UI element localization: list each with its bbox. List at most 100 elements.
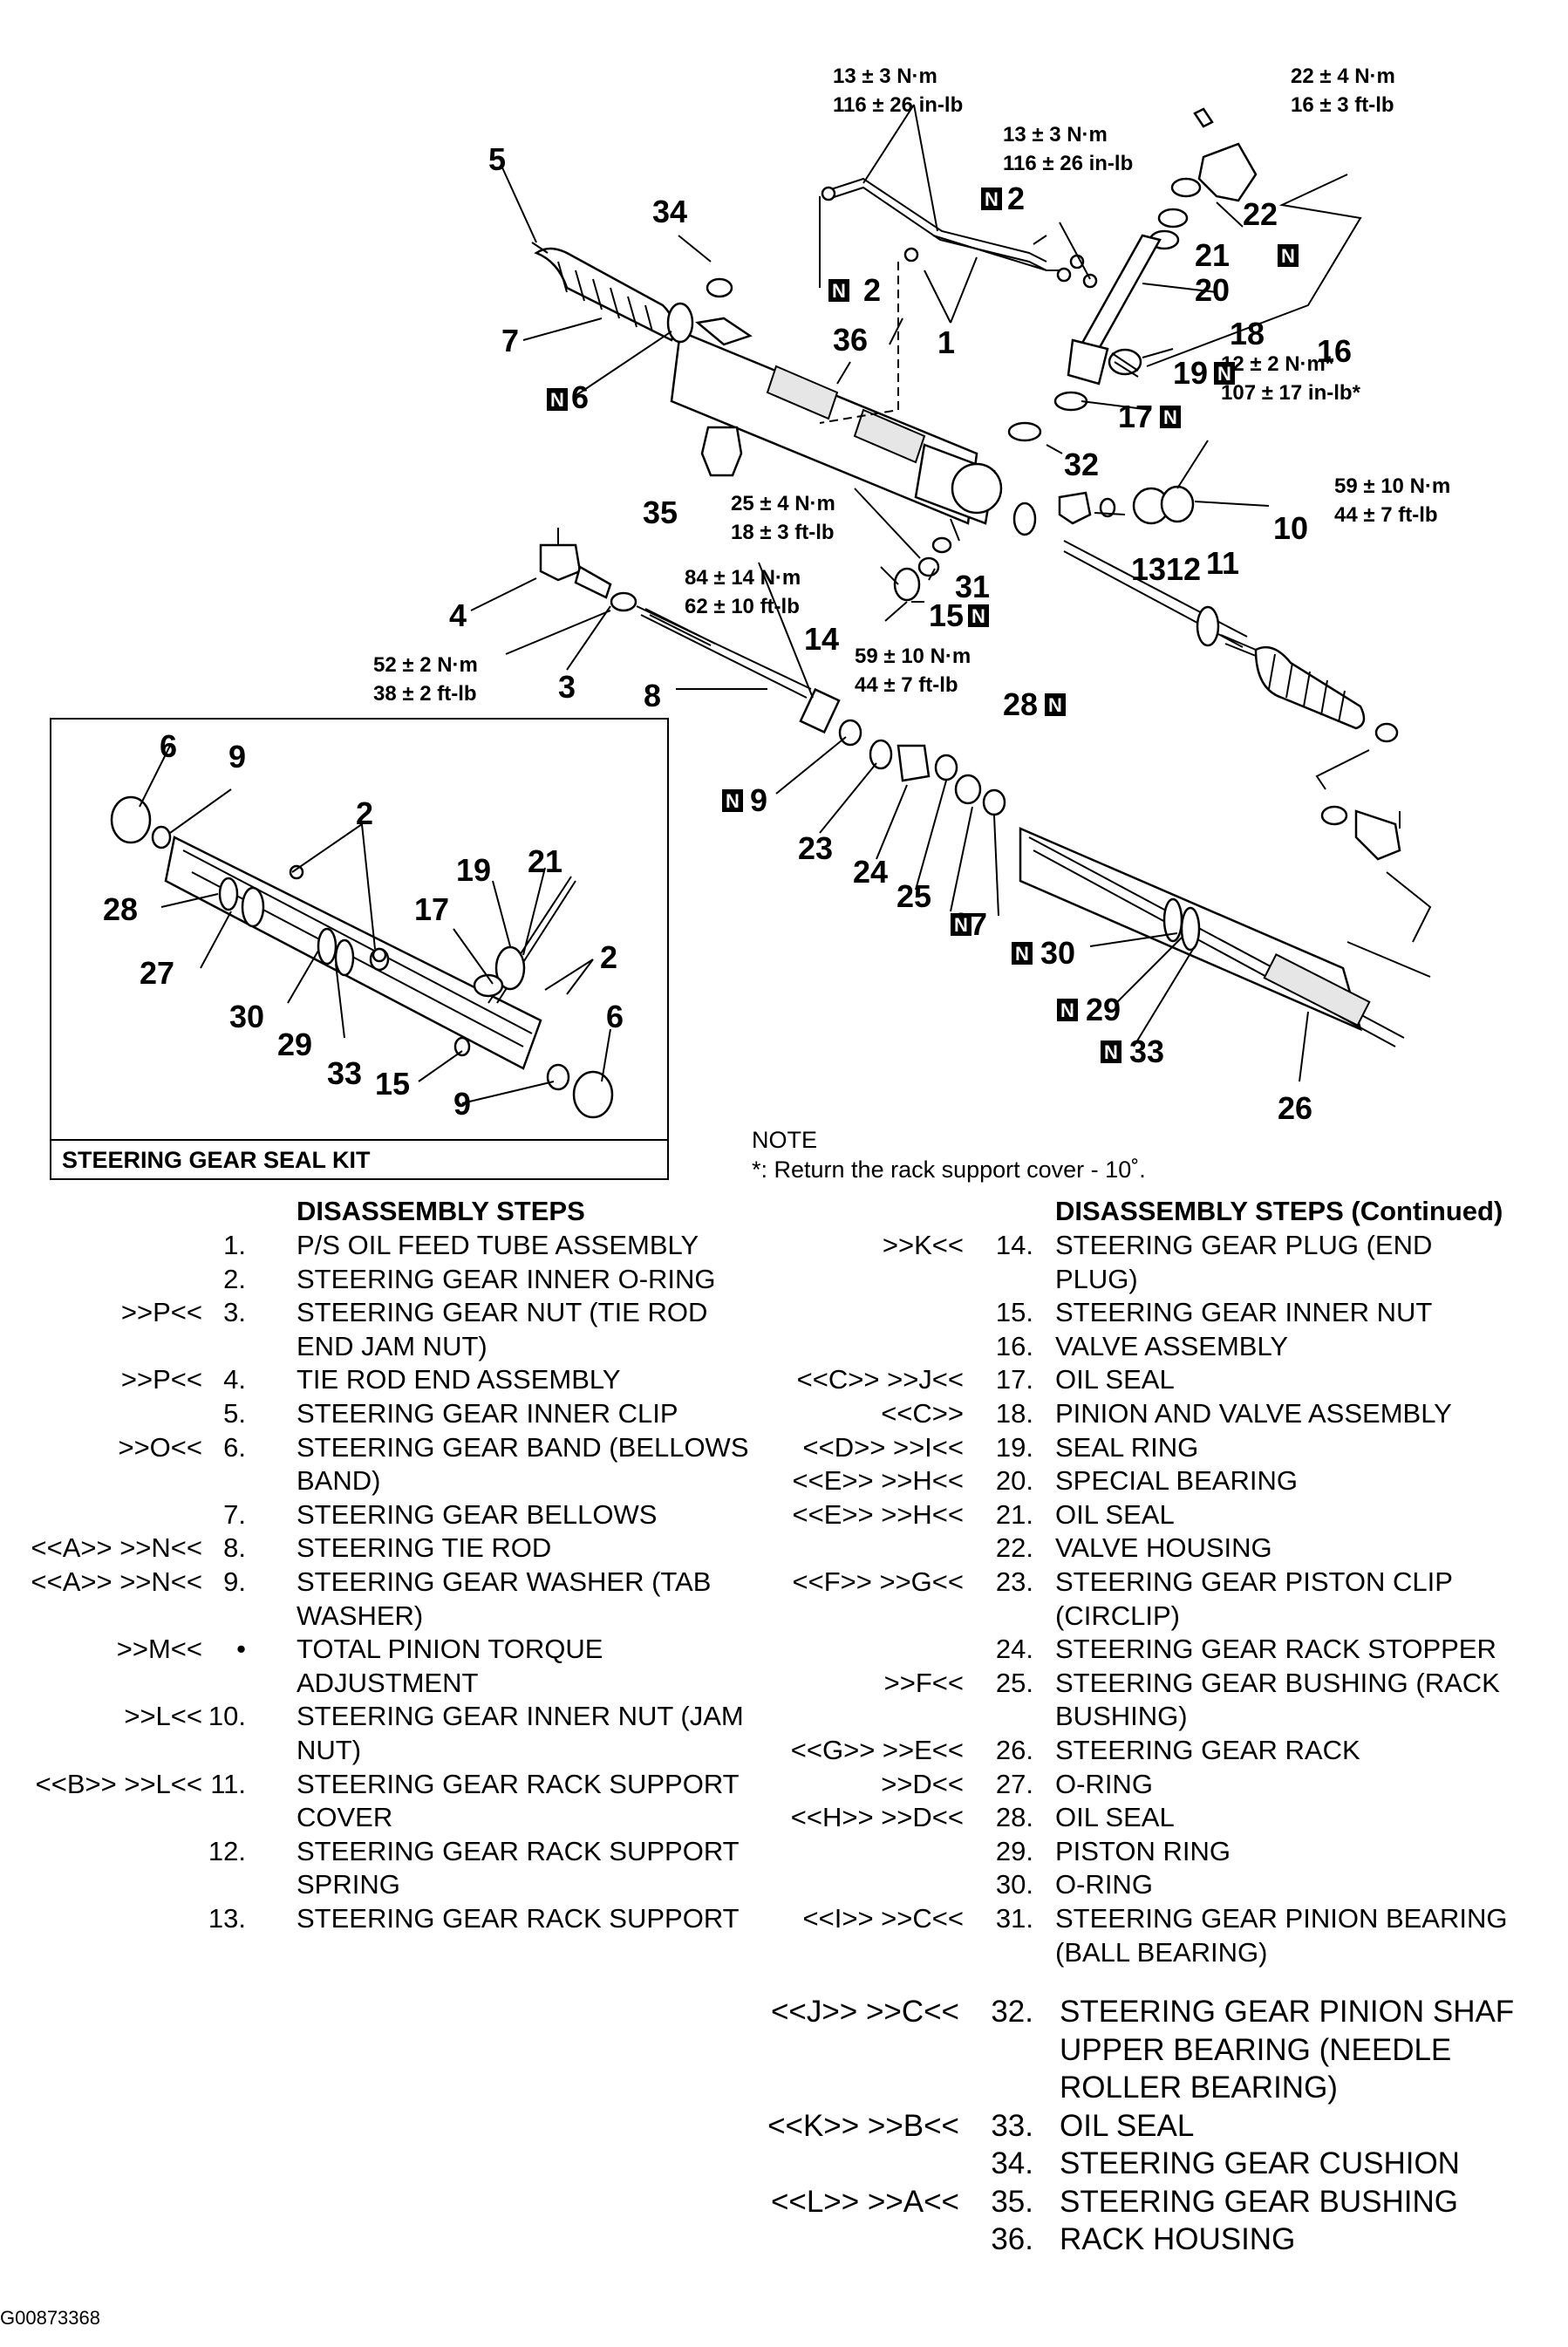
torque-label: 59 ± 10 N·m bbox=[1334, 474, 1450, 498]
torque-label: 84 ± 14 N·m bbox=[685, 566, 801, 590]
step-text: OIL SEAL bbox=[1055, 1498, 1175, 1530]
step-text: STEERING GEAR PISTON CLIP (CIRCLIP) bbox=[1055, 1566, 1453, 1631]
kit-callout-2: 2 bbox=[600, 939, 617, 975]
step-text: STEERING GEAR RACK SUPPORT COVER bbox=[297, 1768, 740, 1833]
callout-12: 12 bbox=[1166, 551, 1201, 587]
callout-7: 7 bbox=[501, 323, 519, 358]
step-mark: <<H>> >>D<< bbox=[790, 1802, 964, 1833]
torque-label: 116 ± 26 in-lb bbox=[833, 93, 963, 117]
step-number: 29. bbox=[995, 1835, 1033, 1866]
step-number: 19. bbox=[995, 1431, 1033, 1463]
step-text: STEERING GEAR PLUG (END PLUG) bbox=[1055, 1230, 1433, 1294]
step-text: STEERING TIE ROD bbox=[297, 1532, 552, 1564]
svg-text:N: N bbox=[726, 790, 740, 812]
step-mark: <<K>> >>B<< bbox=[767, 2108, 959, 2143]
step-number: 32. bbox=[991, 1995, 1033, 2029]
plug-14-drawing bbox=[893, 567, 921, 602]
kit-callout-19: 19 bbox=[456, 852, 491, 888]
step-number: 11. bbox=[210, 1768, 246, 1799]
step-number: 24. bbox=[995, 1634, 1033, 1665]
steps-header: DISASSEMBLY STEPS bbox=[297, 1196, 585, 1226]
step-text: VALVE HOUSING bbox=[1055, 1532, 1272, 1564]
svg-text:N: N bbox=[1060, 1000, 1074, 1021]
step-number: 22. bbox=[995, 1532, 1033, 1564]
left-tie-rod-drawing bbox=[539, 528, 841, 734]
callout-9: 9 bbox=[750, 782, 767, 818]
step-text: STEERING GEAR BAND (BELLOWS BAND) bbox=[297, 1431, 749, 1497]
step-number: 27. bbox=[995, 1768, 1033, 1799]
step-text: OIL SEAL bbox=[1055, 1802, 1175, 1833]
step-number: 15. bbox=[995, 1297, 1033, 1328]
kit-callout-29: 29 bbox=[277, 1027, 312, 1062]
callout-26: 26 bbox=[1278, 1090, 1312, 1125]
svg-text:N: N bbox=[1217, 363, 1231, 385]
step-number: 28. bbox=[995, 1802, 1033, 1833]
callout-11: 11 bbox=[1206, 545, 1239, 581]
step-text: STEERING GEAR RACK bbox=[1055, 1735, 1360, 1765]
step-number: 4. bbox=[223, 1364, 246, 1395]
callout-35: 35 bbox=[643, 495, 678, 530]
torque-label: 62 ± 10 ft-lb bbox=[685, 595, 800, 618]
seal-stack-drawing bbox=[838, 719, 1006, 816]
step-text: STEERING GEAR CUSHION bbox=[1060, 2146, 1460, 2180]
callout-8: 8 bbox=[644, 678, 661, 713]
step-text: OIL SEAL bbox=[1060, 2108, 1195, 2143]
step-number: 7. bbox=[223, 1498, 246, 1530]
step-number: 13. bbox=[208, 1903, 246, 1934]
right-rack-drawing bbox=[1063, 540, 1401, 861]
kit-callout-9: 9 bbox=[453, 1086, 471, 1122]
step-mark: <<E>> >>H<< bbox=[792, 1498, 964, 1530]
svg-text:N: N bbox=[985, 188, 999, 210]
step-number: 36. bbox=[991, 2222, 1033, 2256]
callout-30: 30 bbox=[1040, 935, 1075, 971]
callout-24: 24 bbox=[853, 854, 888, 890]
step-number: 18. bbox=[995, 1398, 1033, 1429]
svg-text:N: N bbox=[1015, 943, 1029, 965]
torque-label: 107 ± 17 in-lb* bbox=[1221, 381, 1361, 405]
torque-label: 25 ± 4 N·m bbox=[731, 492, 835, 515]
step-mark: <<G>> >>E<< bbox=[790, 1735, 964, 1765]
callout-25: 25 bbox=[896, 878, 931, 914]
step-mark: <<F>> >>G<< bbox=[792, 1566, 965, 1597]
step-number: 3. bbox=[223, 1297, 246, 1328]
step-mark: <<B>> >>L<< bbox=[35, 1768, 202, 1799]
torque-label: 38 ± 2 ft-lb bbox=[373, 682, 477, 706]
torque-label: 59 ± 10 N·m bbox=[855, 645, 971, 668]
callout-18: 18 bbox=[1230, 316, 1265, 351]
kit-callout-15: 15 bbox=[375, 1066, 410, 1102]
kit-callout-6: 6 bbox=[606, 999, 624, 1034]
step-text: STEERING GEAR PINION SHAF UPPER BEARING … bbox=[1060, 1995, 1515, 2105]
callout-17: 17 bbox=[1118, 399, 1153, 434]
rack-support-drawing bbox=[1058, 485, 1195, 525]
kit-callout-2: 2 bbox=[356, 795, 373, 831]
step-text: STEERING GEAR RACK STOPPER bbox=[1055, 1634, 1496, 1665]
callout-14: 14 bbox=[804, 621, 839, 657]
callout-16: 16 bbox=[1317, 333, 1352, 369]
callout-1: 1 bbox=[937, 324, 955, 360]
step-text: STEERING GEAR RACK SUPPORT SPRING bbox=[297, 1835, 740, 1900]
callout-22: 22 bbox=[1243, 196, 1278, 232]
callout-29: 29 bbox=[1086, 992, 1121, 1027]
step-number: 17. bbox=[995, 1364, 1033, 1395]
step-number: 21. bbox=[995, 1498, 1033, 1530]
step-mark: <<C>> >>J<< bbox=[796, 1364, 964, 1395]
callout-6: 6 bbox=[571, 379, 589, 415]
step-mark: <<L>> >>A<< bbox=[770, 2184, 959, 2219]
callout-3: 3 bbox=[558, 669, 576, 705]
callout-10: 10 bbox=[1273, 510, 1308, 546]
exploded-view-diagram: 13 ± 3 N·m 116 ± 26 in-lb 13 ± 3 N·m 116… bbox=[103, 65, 1450, 1125]
callout-15: 15 bbox=[929, 597, 964, 633]
callout-28: 28 bbox=[1003, 686, 1038, 722]
step-number: 6. bbox=[223, 1431, 246, 1463]
leader-lines bbox=[470, 104, 1309, 1082]
svg-text:N: N bbox=[1163, 406, 1177, 428]
step-number: 9. bbox=[223, 1566, 246, 1597]
callout-5: 5 bbox=[488, 141, 506, 177]
step-number: 16. bbox=[995, 1330, 1033, 1361]
step-number: 2. bbox=[223, 1263, 246, 1294]
torque-label: 44 ± 7 ft-lb bbox=[1334, 503, 1438, 527]
step-mark: <<A>> >>N<< bbox=[31, 1532, 202, 1564]
step-mark: <<C>> bbox=[881, 1398, 964, 1429]
step-number: 25. bbox=[995, 1667, 1033, 1698]
step-number: 12. bbox=[208, 1835, 246, 1866]
